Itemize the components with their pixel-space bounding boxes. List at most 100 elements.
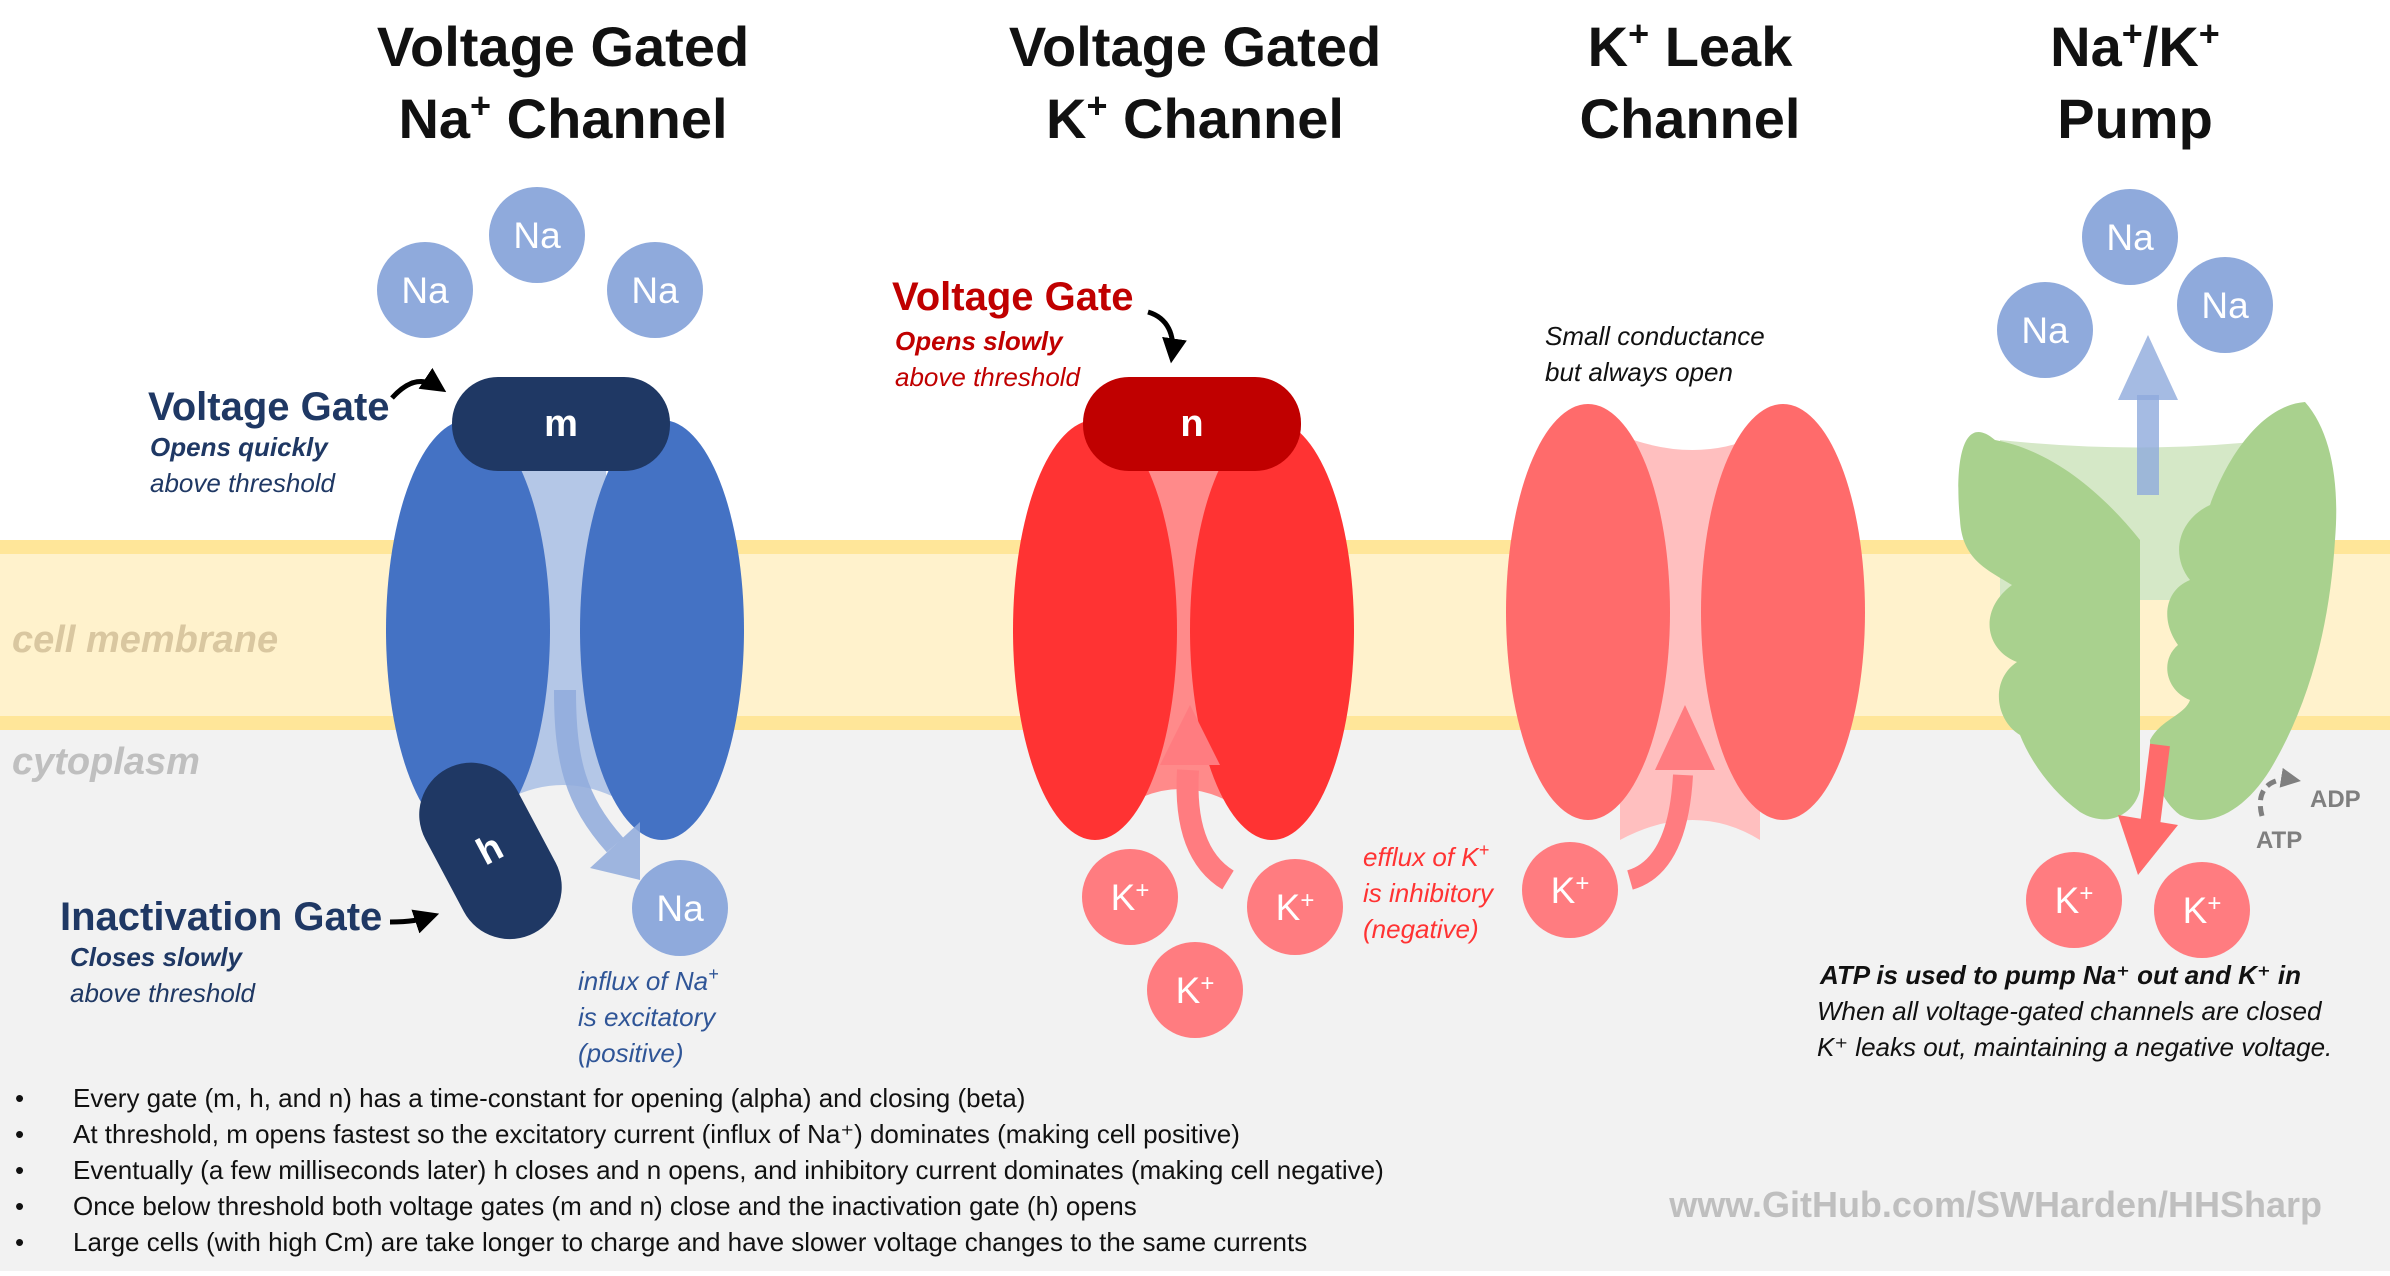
k-ion (1147, 942, 1243, 1038)
leak-channel-right-subunit (1701, 404, 1865, 820)
na-ion (377, 242, 473, 338)
na-ion (2082, 189, 2178, 285)
pump-na-arrow-head (2118, 335, 2178, 400)
title-pump-line2: Pump (2057, 87, 2213, 150)
na-ion (489, 187, 585, 283)
k-efflux-note-l3: (negative) (1363, 914, 1479, 944)
na-channel-left-subunit (386, 420, 550, 840)
na-ions-outside: Na Na Na (377, 187, 703, 338)
k-ion-label: K+ (2055, 880, 2094, 921)
github-url: www.GitHub.com/SWHarden/HHSharp (1668, 1184, 2322, 1225)
bullet-list: • Every gate (m, h, and n) has a time-co… (15, 1083, 1384, 1257)
k-ion (1082, 849, 1178, 945)
pump-right-half (2150, 402, 2337, 820)
k-channel: n (1013, 377, 1354, 890)
k-ion-leak-label: K+ (1551, 870, 1590, 911)
k-efflux-note-l1: efflux of K+ (1363, 840, 1489, 872)
k-efflux-note-l2: is inhibitory (1363, 878, 1495, 908)
na-voltage-gate-pointer (390, 367, 447, 400)
k-channel-left-subunit (1013, 420, 1177, 840)
k-voltage-gate-pointer (1147, 309, 1187, 364)
k-voltage-gate-sub1: Opens slowly (895, 326, 1064, 356)
inactivation-gate-pointer (389, 909, 440, 934)
pump-note-l2: When all voltage-gated channels are clos… (1817, 996, 2323, 1026)
k-ions-channel: K+ K+ K+ (1082, 849, 1343, 1038)
na-ion-inside (632, 860, 728, 956)
pump-k-ions: K+ K+ (2026, 852, 2250, 958)
na-influx-note-l1: influx of Na+ (578, 964, 719, 996)
na-ion-label: Na (2021, 310, 2069, 351)
pump-k-arrow-shaft (2140, 743, 2170, 827)
cell-membrane-label: cell membrane (12, 619, 278, 661)
na-k-pump (1958, 335, 2337, 875)
inactivation-gate-sub1: Closes slowly (70, 942, 243, 972)
k-voltage-gate-sub2: above threshold (895, 362, 1082, 392)
inactivation-gate-sub2: above threshold (70, 978, 257, 1008)
k-efflux-arrow-shaft (1176, 769, 1235, 890)
na-ion-label: Na (2201, 285, 2249, 326)
na-channel: m h (386, 377, 744, 940)
n-gate (1083, 377, 1301, 471)
bullet-marker: • (15, 1119, 24, 1149)
k-ion-label: K+ (1276, 887, 1315, 928)
title-na-line1: Voltage Gated (377, 15, 749, 78)
leak-efflux-arrow-shaft (1626, 774, 1693, 890)
k-ion-label: K+ (1111, 877, 1150, 918)
k-ion-label: K+ (1176, 970, 1215, 1011)
pump-left-half (1958, 431, 2140, 820)
na-voltage-gate-label: Voltage Gate (148, 385, 390, 429)
pump-k-arrow-head (2118, 815, 2178, 875)
bullet-marker: • (15, 1191, 24, 1221)
na-ion-inside-label: Na (656, 888, 704, 929)
na-ion-label: Na (2106, 217, 2154, 258)
pump-note-bold: ATP is used to pump Na⁺ out and K⁺ in (1819, 960, 2301, 990)
title-pump-line1: Na+/K+ (2050, 13, 2220, 78)
na-voltage-gate-sub1: Opens quickly (150, 432, 329, 462)
h-gate: h (419, 762, 562, 940)
na-ion-label: Na (631, 270, 679, 311)
title-k-channel: Voltage Gated K+ Channel (1009, 15, 1381, 150)
leak-note-l2: but always open (1545, 357, 1733, 387)
na-ion-label: Na (513, 215, 561, 256)
cytoplasm-label: cytoplasm (12, 741, 200, 783)
na-influx-arrow-head (590, 822, 640, 880)
title-na-channel: Voltage Gated Na+ Channel (377, 15, 749, 150)
bullet-marker: • (15, 1083, 24, 1113)
na-channel-right-subunit (580, 420, 744, 840)
n-gate-label: n (1180, 403, 1203, 445)
k-efflux-arrow-head (1160, 705, 1220, 765)
inactivation-gate-label: Inactivation Gate (60, 895, 382, 939)
bullet-item: Every gate (m, h, and n) has a time-cons… (73, 1083, 1025, 1113)
title-k-line1: Voltage Gated (1009, 15, 1381, 78)
m-gate-label: m (544, 403, 578, 445)
na-voltage-gate-sub2: above threshold (150, 468, 337, 498)
na-influx-note-l3: (positive) (578, 1038, 683, 1068)
title-leak-line1: K+ Leak (1588, 13, 1794, 78)
k-ion (2154, 862, 2250, 958)
adp-label: ADP (2310, 786, 2361, 813)
na-influx-note-l2: is excitatory (578, 1002, 717, 1032)
leak-note-l1: Small conductance (1545, 321, 1765, 351)
na-ion (2177, 257, 2273, 353)
bullet-item: Once below threshold both voltage gates … (73, 1191, 1137, 1221)
title-pump: Na+/K+ Pump (2050, 13, 2220, 150)
k-ion-leak (1522, 842, 1618, 938)
k-ion-label: K+ (2183, 890, 2222, 931)
k-voltage-gate-label: Voltage Gate (892, 275, 1134, 319)
m-gate (452, 377, 670, 471)
title-na-line2: Na+ Channel (398, 85, 727, 150)
k-ion (2026, 852, 2122, 948)
k-channel-right-subunit (1190, 420, 1354, 840)
na-ion (1997, 282, 2093, 378)
bullet-marker: • (15, 1227, 24, 1257)
title-k-line2: K+ Channel (1046, 85, 1344, 150)
pump-note-l3: K⁺ leaks out, maintaining a negative vol… (1817, 1032, 2332, 1062)
pump-na-ions: Na Na Na (1997, 189, 2273, 378)
bullet-item: Large cells (with high Cm) are take long… (73, 1227, 1307, 1257)
na-ion-label: Na (401, 270, 449, 311)
atp-label: ATP (2256, 827, 2302, 854)
title-leak-channel: K+ Leak Channel (1580, 13, 1801, 150)
bullet-item: Eventually (a few milliseconds later) h … (73, 1155, 1384, 1185)
